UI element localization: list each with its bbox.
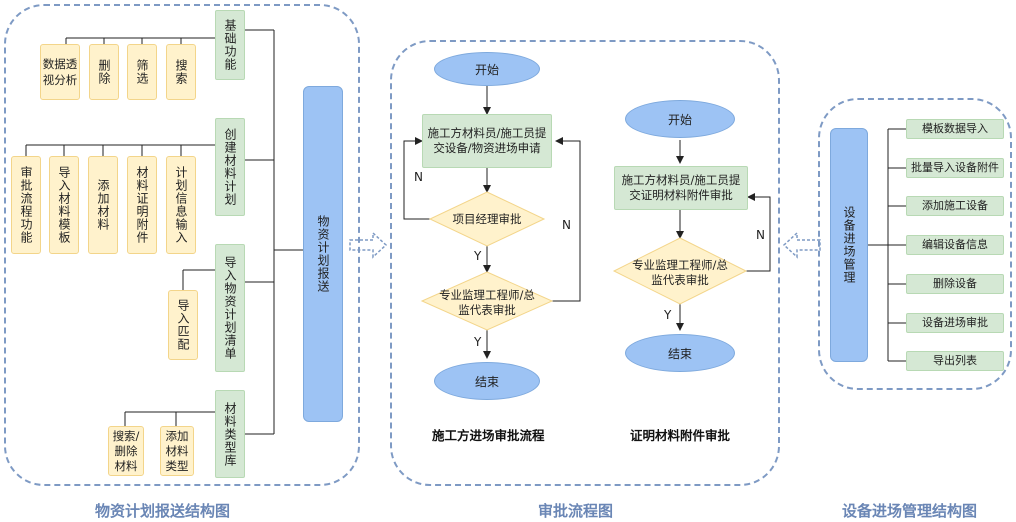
right-item-label: 导出列表 <box>933 354 977 367</box>
flow2-n: N <box>756 228 765 242</box>
flow2-start: 开始 <box>625 100 735 138</box>
flow2-supervisor-approval: 专业监理工程师/总监代表审批 <box>632 258 728 287</box>
right-panel-title: 设备进场管理结构图 <box>842 502 978 520</box>
right-item-template-import: 模板数据导入 <box>906 119 1004 139</box>
right-item-export-list: 导出列表 <box>906 351 1004 371</box>
module-basic-functions: 基础功能 <box>215 10 245 80</box>
leaf-filter: 筛选 <box>127 44 157 100</box>
leaf-label: 添加材料类型 <box>165 428 189 473</box>
module-material-type-lib: 材料类型库 <box>215 390 245 478</box>
leaf-material-attachment: 材料证明附件 <box>127 156 157 254</box>
flow1-apply-step: 施工方材料员/施工员提交设备/物资进场申请 <box>422 114 552 168</box>
flow1-supervisor-approval: 专业监理工程师/总监代表审批 <box>439 288 535 317</box>
left-panel-title: 物资计划报送结构图 <box>95 502 231 520</box>
leaf-search: 搜索 <box>166 44 196 100</box>
leaf-search-delete-material: 搜索/删除材料 <box>108 426 144 476</box>
module-label: 创建材料计划 <box>223 128 237 206</box>
right-item-label: 添加施工设备 <box>922 199 988 212</box>
middle-panel <box>390 40 780 486</box>
right-item-batch-attachment: 批量导入设备附件 <box>906 158 1004 178</box>
flow1-n-left: N <box>414 170 423 184</box>
module-label: 基础功能 <box>223 19 237 71</box>
flow2-y: Y <box>664 308 672 322</box>
middle-panel-title: 审批流程图 <box>538 502 614 520</box>
leaf-delete: 删除 <box>89 44 119 100</box>
flow1-caption: 施工方进场审批流程 <box>432 428 545 443</box>
flow1-end-label: 结束 <box>474 374 499 389</box>
module-import-list: 导入物资计划清单 <box>215 244 245 372</box>
module-create-plan: 创建材料计划 <box>215 118 245 216</box>
leaf-label: 导入材料模板 <box>57 166 71 244</box>
leaf-label: 数据透视分析 <box>42 57 78 87</box>
flow2-end: 结束 <box>625 334 735 372</box>
flow1-end: 结束 <box>434 362 540 400</box>
leaf-label: 搜索 <box>174 59 188 85</box>
right-item-label: 编辑设备信息 <box>922 238 988 251</box>
right-item-label: 删除设备 <box>933 277 977 290</box>
flow1-y-lower: Y <box>474 335 482 349</box>
leaf-label: 计划信息输入 <box>174 166 188 244</box>
flow1-n-right: N <box>562 218 571 232</box>
leaf-label: 筛选 <box>135 59 149 85</box>
right-item-add-equipment: 添加施工设备 <box>906 196 1004 216</box>
leaf-add-material-type: 添加材料类型 <box>160 426 194 476</box>
flow1-start-label: 开始 <box>474 62 499 77</box>
flow1-start: 开始 <box>434 52 540 86</box>
module-label: 材料类型库 <box>223 401 237 467</box>
flow2-caption: 证明材料附件审批 <box>630 428 731 443</box>
leaf-add-material: 添加材料 <box>88 156 118 254</box>
equipment-entry-node: 设备进场管理 <box>830 128 868 362</box>
leaf-label: 审批流程功能 <box>19 166 33 244</box>
flow1-y-upper: Y <box>474 249 482 263</box>
left-panel <box>4 4 360 486</box>
leaf-label: 添加材料 <box>96 179 110 231</box>
flow2-start-label: 开始 <box>667 112 692 127</box>
material-plan-submit-label: 物资计划报送 <box>316 215 330 293</box>
leaf-label: 搜索/删除材料 <box>112 428 140 473</box>
leaf-data-pivot: 数据透视分析 <box>40 44 80 100</box>
leaf-approval-flow: 审批流程功能 <box>11 156 41 254</box>
leaf-import-match: 导入匹配 <box>168 290 198 360</box>
right-item-entry-approval: 设备进场审批 <box>906 313 1004 333</box>
leaf-plan-info-input: 计划信息输入 <box>166 156 196 254</box>
right-item-label: 批量导入设备附件 <box>911 161 999 174</box>
flow1-apply-label: 施工方材料员/施工员提交设备/物资进场申请 <box>427 126 547 155</box>
right-item-edit-equipment: 编辑设备信息 <box>906 235 1004 255</box>
right-panel <box>818 98 1012 390</box>
flow2-end-label: 结束 <box>667 346 692 361</box>
equipment-entry-label: 设备进场管理 <box>842 206 856 284</box>
leaf-label: 导入匹配 <box>176 299 190 351</box>
right-item-delete-equipment: 删除设备 <box>906 274 1004 294</box>
right-item-label: 设备进场审批 <box>922 316 988 329</box>
flow2-apply-label: 施工方材料员/施工员提交证明材料附件审批 <box>621 173 741 202</box>
material-plan-submit-node: 物资计划报送 <box>303 86 343 422</box>
flow1-pm-approval: 项目经理审批 <box>452 212 522 226</box>
module-label: 导入物资计划清单 <box>223 256 237 360</box>
leaf-label: 材料证明附件 <box>135 166 149 244</box>
leaf-import-template: 导入材料模板 <box>49 156 79 254</box>
leaf-label: 删除 <box>97 59 111 85</box>
right-item-label: 模板数据导入 <box>922 122 988 135</box>
flow2-apply-step: 施工方材料员/施工员提交证明材料附件审批 <box>614 166 748 210</box>
